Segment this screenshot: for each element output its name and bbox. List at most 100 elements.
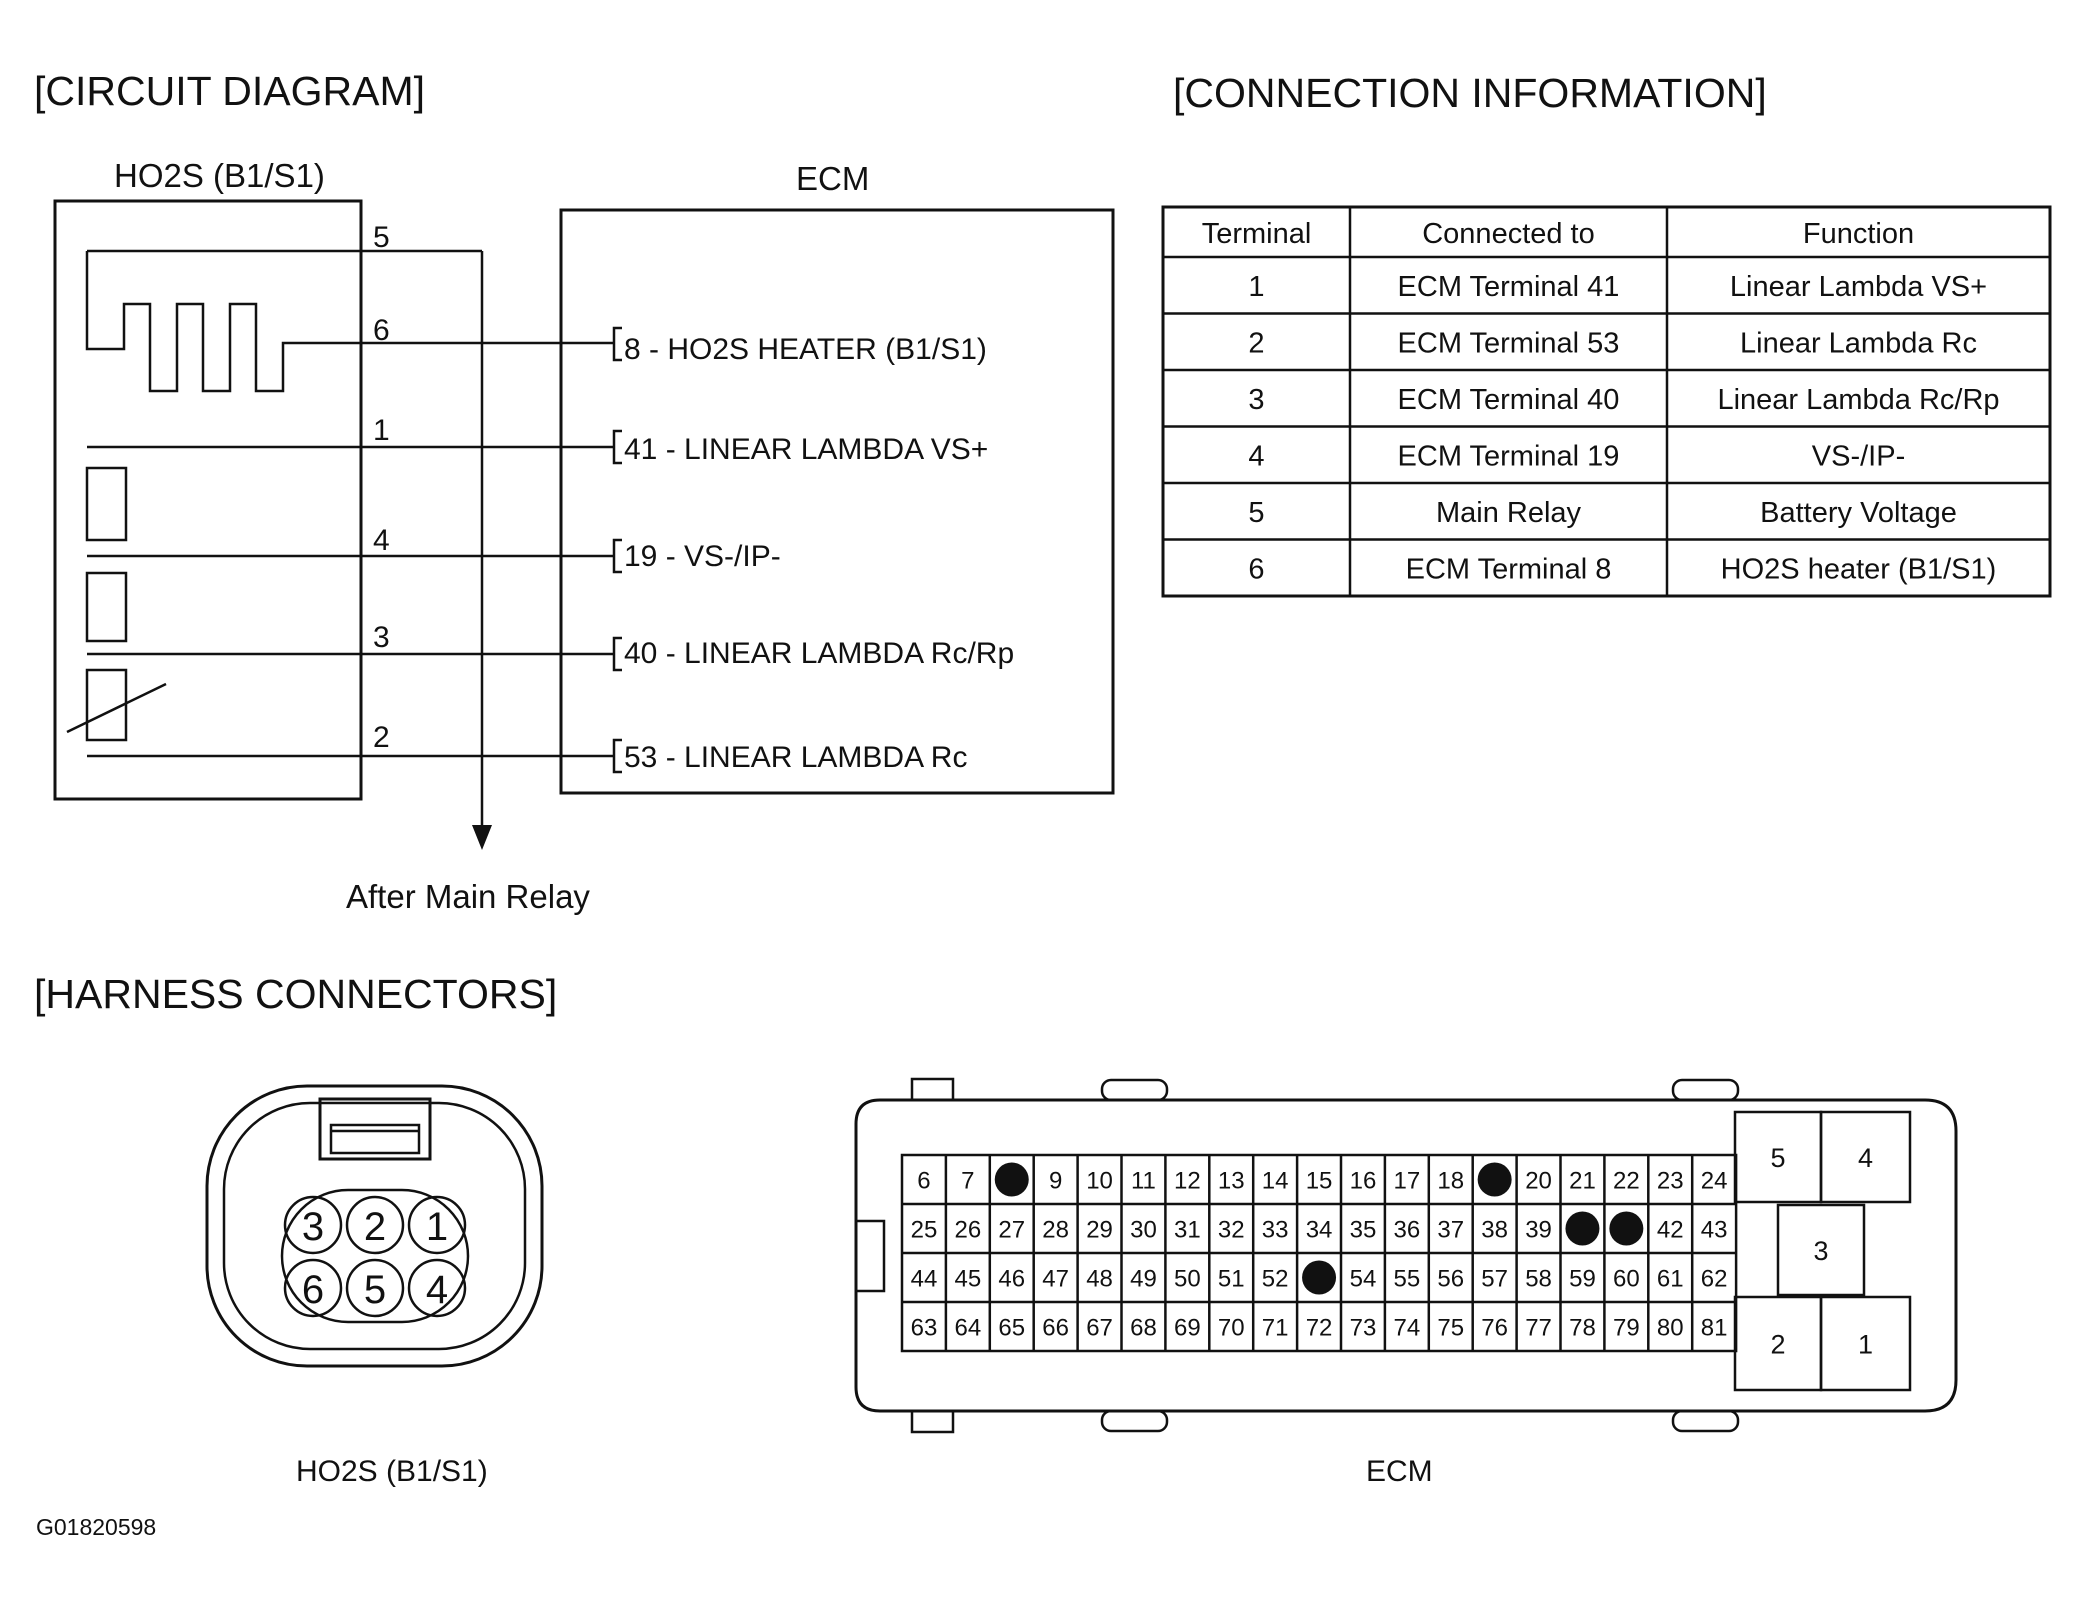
relay-arrow-icon: [472, 825, 492, 850]
table-cell: ECM Terminal 19: [1398, 441, 1620, 473]
used-pin-dot: [1302, 1260, 1337, 1295]
ecm-pin-cell: 22: [1613, 1168, 1640, 1195]
ecm-pin-cell: 76: [1481, 1315, 1508, 1342]
ecm-pin-label: - HO2S HEATER (B1/S1): [641, 333, 987, 366]
ecm-power-terminal-number: 1: [1858, 1330, 1873, 1360]
ecm-clip: [1100, 1409, 1169, 1433]
table-frame: [1161, 205, 2052, 598]
ecm-pin-cell: 79: [1613, 1315, 1640, 1342]
table-cell: 5: [1248, 497, 1264, 529]
sensor-cell-middle: [85, 571, 128, 643]
ecm-pin-cell: 55: [1393, 1266, 1420, 1293]
ecm-pin-cell: 61: [1657, 1266, 1684, 1293]
ecm-pin-cell: 15: [1306, 1168, 1333, 1195]
ecm-pin-cell: 56: [1437, 1266, 1464, 1293]
heater-element: [85, 251, 361, 393]
table-cell: ECM Terminal 8: [1406, 554, 1612, 586]
relay-label: After Main Relay: [346, 878, 590, 915]
ecm-pin-cell: 49: [1130, 1266, 1157, 1293]
circuit-diagram-heading: [CIRCUIT DIAGRAM]: [34, 68, 425, 114]
ecm-pin-label: - LINEAR LAMBDA Rc: [657, 741, 967, 774]
table-cell: ECM Terminal 40: [1398, 384, 1620, 416]
sensor-pin-5: 5: [373, 221, 390, 254]
ecm-pin-cell: 62: [1701, 1266, 1728, 1293]
ecm-pin-cell: 81: [1701, 1315, 1728, 1342]
ecm-pin-label: - LINEAR LAMBDA Rc/Rp: [657, 637, 1014, 670]
table-cell: Linear Lambda Rc: [1740, 328, 1977, 360]
ecm-pin-cell: 73: [1350, 1315, 1377, 1342]
ecm-pin-cell: 58: [1525, 1266, 1552, 1293]
ecm-pin-cell: 60: [1613, 1266, 1640, 1293]
ecm-pin-cell: 47: [1042, 1266, 1069, 1293]
ecm-clip: [1671, 1078, 1740, 1102]
table-cell: 6: [1248, 554, 1264, 586]
ecm-pin-cell: 21: [1569, 1168, 1596, 1195]
ho2s-connector-inner: [222, 1101, 527, 1351]
ecm-pin-bracket: [612, 326, 622, 362]
ecm-box: [559, 208, 1115, 795]
ecm-pin-cell: 42: [1657, 1217, 1684, 1244]
ecm-pin-cell: 66: [1042, 1315, 1069, 1342]
ecm-pin-cell: 68: [1130, 1315, 1157, 1342]
ecm-pin-cell: 77: [1525, 1315, 1552, 1342]
ho2s-pin-circle: [407, 1195, 467, 1255]
ho2s-pin-number: 3: [302, 1205, 324, 1249]
ecm-pin-cell: 33: [1262, 1217, 1289, 1244]
ecm-pin-bracket: [612, 429, 622, 465]
ecm-pin-cell: 69: [1174, 1315, 1201, 1342]
ecm-pin-cell: 39: [1525, 1217, 1552, 1244]
ecm-pin-cell: 65: [998, 1315, 1025, 1342]
table-cell: VS-/IP-: [1812, 441, 1905, 473]
ecm-pin-label: - VS-/IP-: [657, 540, 780, 573]
used-pin-dot: [1609, 1211, 1644, 1246]
table-cell: ECM Terminal 53: [1398, 328, 1620, 360]
ecm-title: ECM: [796, 160, 869, 197]
table-cell: 1: [1248, 271, 1264, 303]
ecm-pin-cell: 14: [1262, 1168, 1289, 1195]
ecm-pin-cell: 63: [911, 1315, 938, 1342]
ecm-pin-cell: 34: [1306, 1217, 1333, 1244]
table-cell: 3: [1248, 384, 1264, 416]
sensor-box: [53, 199, 363, 801]
harness-connectors-heading: [HARNESS CONNECTORS]: [34, 971, 557, 1017]
ecm-pin-cell: 18: [1437, 1168, 1464, 1195]
sensor-pin-2: 2: [373, 721, 390, 754]
ho2s-pin-circle: [283, 1258, 343, 1318]
table-cell: HO2S heater (B1/S1): [1721, 554, 1997, 586]
ecm-clip: [1671, 1409, 1740, 1433]
ecm-pin-cell: 13: [1218, 1168, 1245, 1195]
ecm-pin-cell: 44: [911, 1266, 938, 1293]
ecm-pin-cell: 37: [1437, 1217, 1464, 1244]
ho2s-pin-number: 5: [364, 1268, 386, 1312]
ecm-connector: [854, 1077, 1958, 1434]
ho2s-pin-circle: [345, 1195, 405, 1255]
ecm-clip: [1100, 1078, 1169, 1102]
ecm-pin-cell: 7: [961, 1168, 974, 1195]
table-header: Function: [1803, 218, 1914, 250]
ho2s-pin-cavity: [280, 1188, 470, 1324]
ecm-pin-cell: 48: [1086, 1266, 1113, 1293]
ecm-pin-cell: 43: [1701, 1217, 1728, 1244]
table-header: Terminal: [1202, 218, 1312, 250]
ecm-pin-number: 41: [624, 433, 657, 466]
ecm-connector-housing: [854, 1098, 1958, 1413]
ecm-pin-cell: 17: [1393, 1168, 1420, 1195]
ecm-pin-cell: 26: [954, 1217, 981, 1244]
ho2s-pin-circle: [345, 1258, 405, 1318]
ecm-pin-cell: 29: [1086, 1217, 1113, 1244]
ecm-pin-cell: 27: [998, 1217, 1025, 1244]
ecm-pin-cell: 9: [1049, 1168, 1062, 1195]
ho2s-connector-caption: HO2S (B1/S1): [296, 1455, 488, 1488]
ecm-pin-cell: 16: [1350, 1168, 1377, 1195]
ecm-pin-cell: 12: [1174, 1168, 1201, 1195]
ecm-pin-cell: 70: [1218, 1315, 1245, 1342]
ho2s-pin-number: 2: [364, 1205, 386, 1249]
ecm-power-terminal-number: 2: [1770, 1330, 1785, 1360]
table-cell: Main Relay: [1436, 497, 1582, 529]
ecm-pin-number: 8: [624, 333, 641, 366]
ecm-pin-number: 53: [624, 741, 657, 774]
ecm-pin-cell: 10: [1086, 1168, 1113, 1195]
used-pin-dot: [1477, 1162, 1512, 1197]
